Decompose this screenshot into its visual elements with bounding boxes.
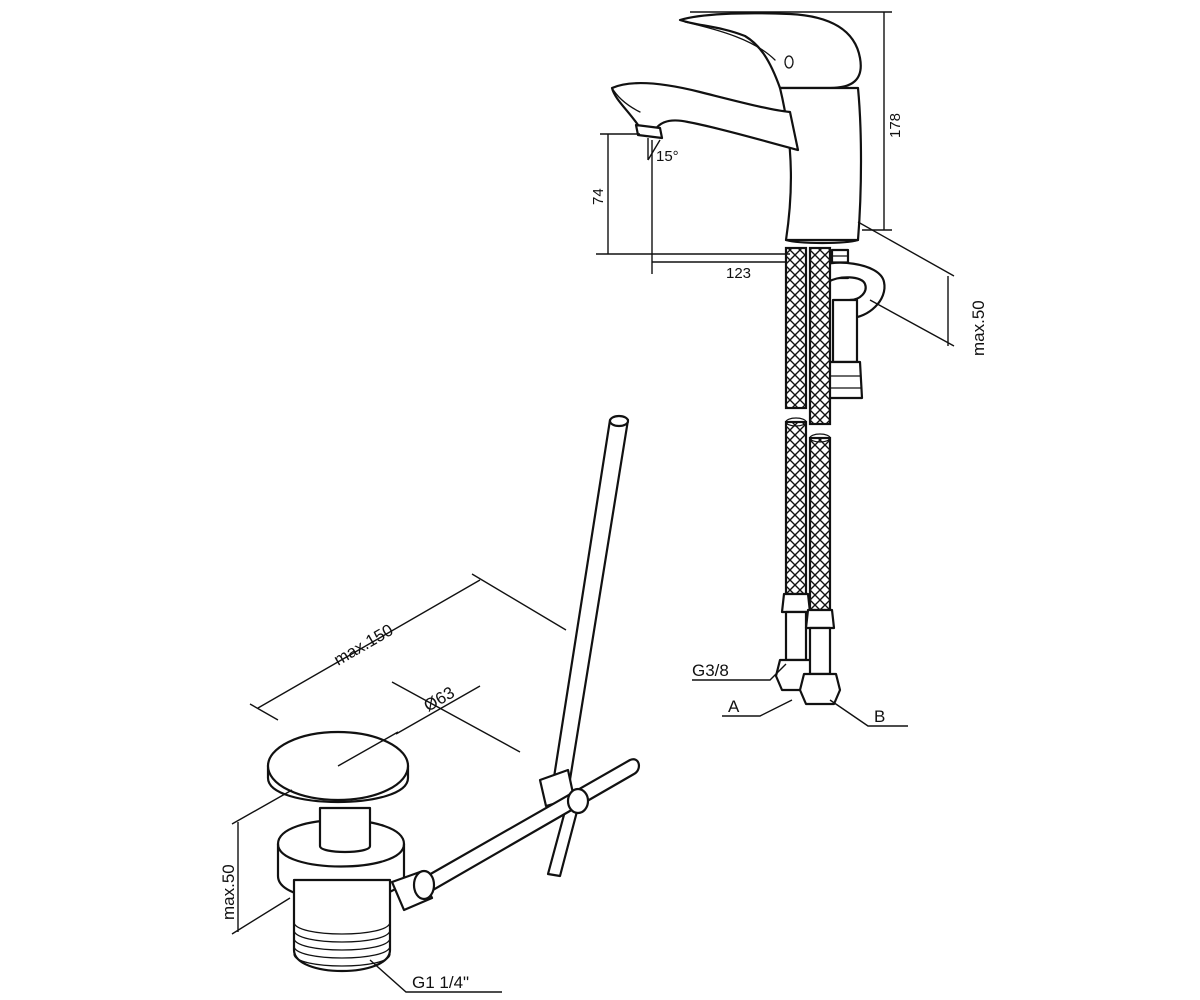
faucet-body bbox=[778, 86, 863, 242]
hose-b bbox=[798, 246, 842, 706]
hoses-drawing bbox=[774, 246, 842, 706]
hose-thread-label: G3/8 bbox=[692, 661, 729, 680]
dim-body-height: max.50 bbox=[219, 864, 238, 920]
hose-a bbox=[774, 246, 818, 692]
dim-spout-angle: 15° bbox=[656, 148, 679, 165]
dim-spout-height: 74 bbox=[590, 188, 607, 205]
dim-spout-reach: 123 bbox=[726, 265, 751, 282]
faucet-drawing bbox=[610, 12, 886, 400]
hose-a-label: A bbox=[728, 697, 740, 716]
dim-mount-thickness: max.50 bbox=[969, 300, 988, 356]
faucet-spout bbox=[610, 81, 800, 152]
hose-labels: G3/8 A B bbox=[692, 661, 908, 727]
faucet-lever bbox=[678, 12, 862, 90]
drain-thread-label: G1 1/4" bbox=[412, 973, 469, 992]
hose-b-label: B bbox=[874, 707, 885, 726]
dim-rod-length: max.150 bbox=[331, 620, 397, 669]
dim-total-height: 178 bbox=[887, 113, 904, 138]
dim-plug-diameter: Ø63 bbox=[421, 683, 458, 716]
faucet-dimensions: 178 74 123 15° max.50 bbox=[590, 11, 988, 356]
